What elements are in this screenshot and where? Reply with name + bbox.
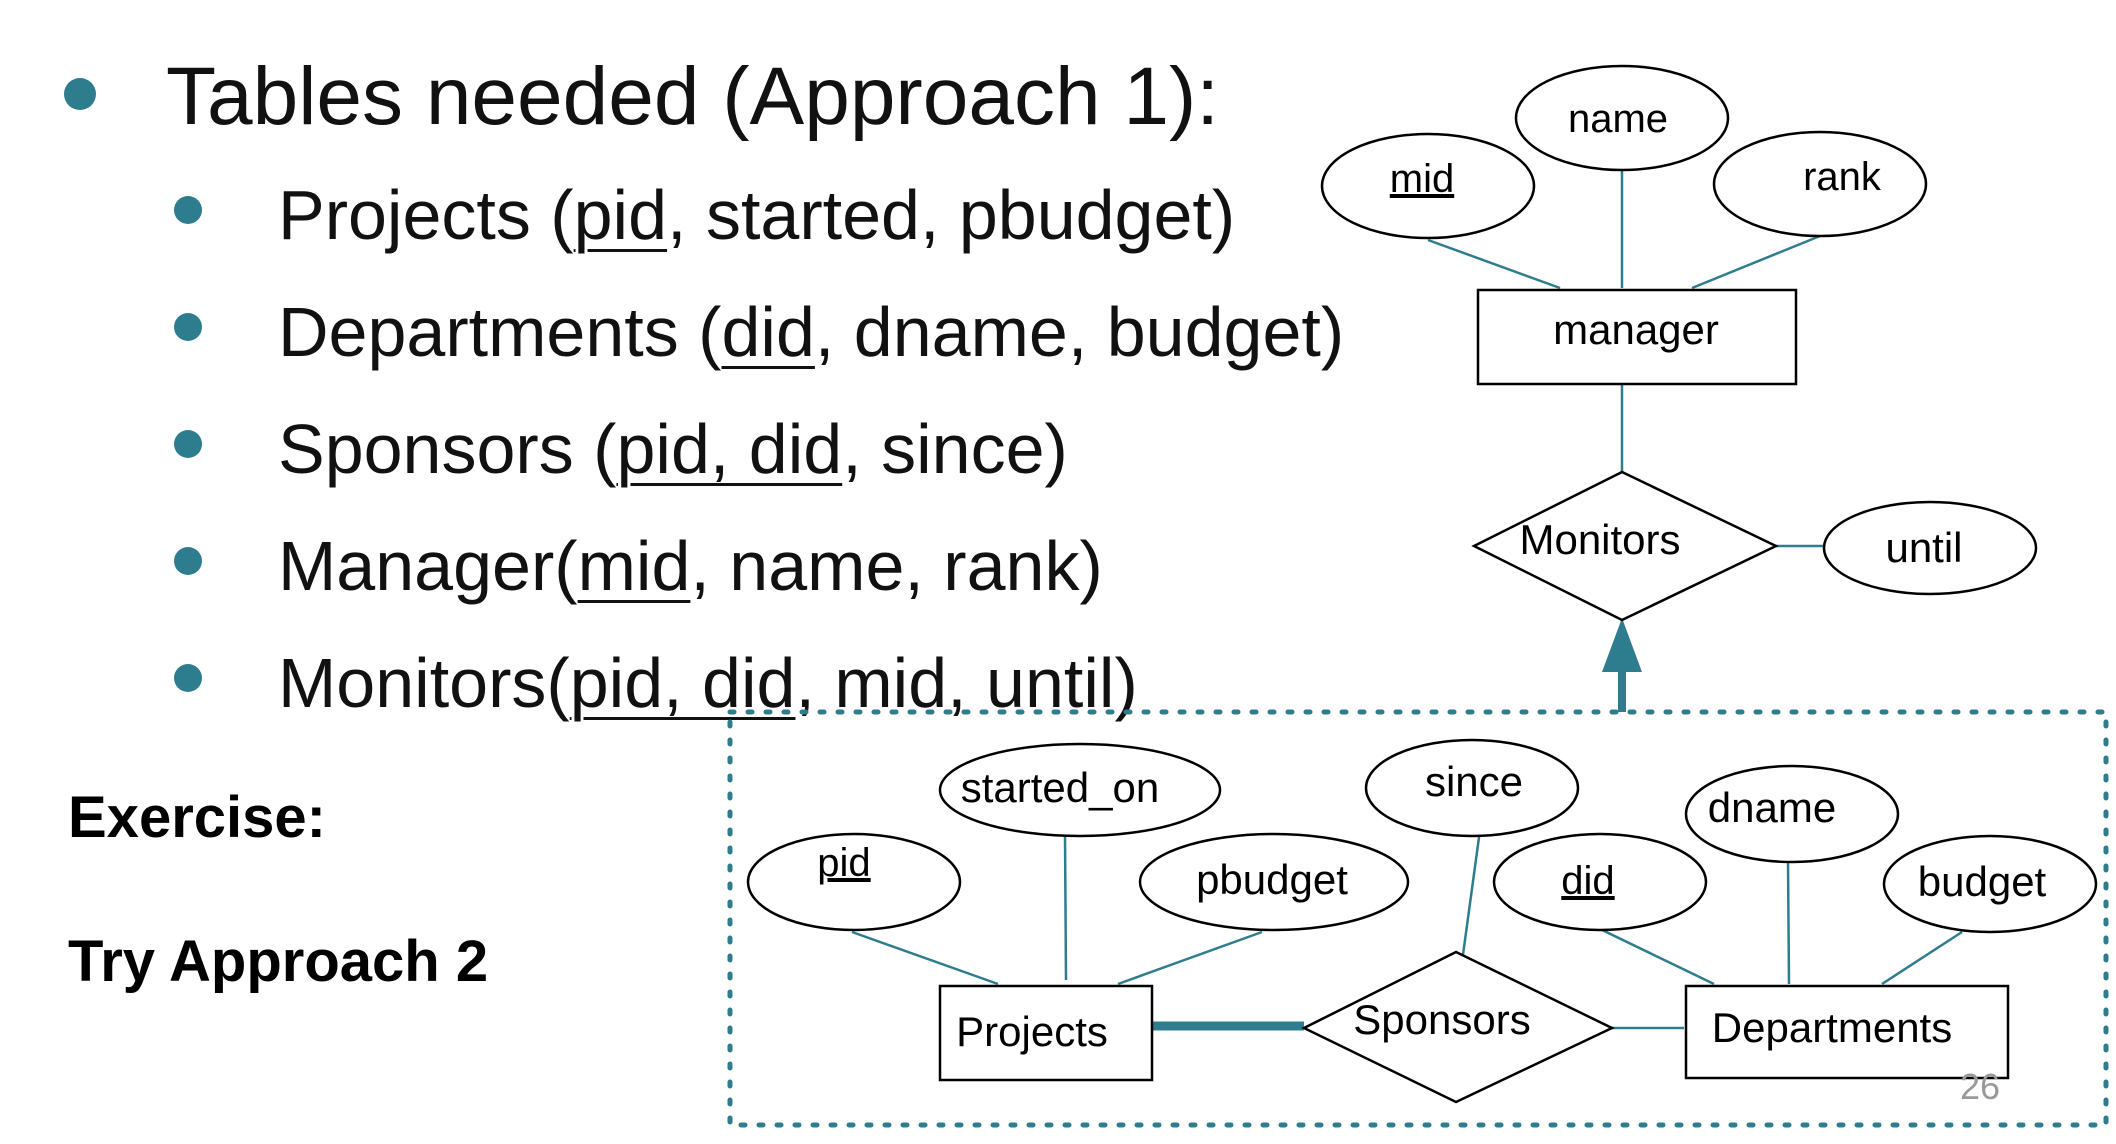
bullet-dot (174, 196, 202, 224)
table-rest: , started, pbudget) (667, 176, 1236, 254)
exercise-task: Try Approach 2 (68, 929, 489, 994)
entity-projects-shape (938, 984, 1154, 1082)
table-sponsors: Sponsors (pid, did, since) (278, 409, 1068, 489)
bullet-dot (174, 313, 202, 341)
attr-since-label: since (1425, 758, 1523, 805)
attr-started-on-label: started_on (961, 764, 1159, 811)
entity-manager-shape (1476, 288, 1798, 386)
attr-name-label: name (1568, 97, 1668, 141)
slide-heading: Tables needed (Approach 1): (166, 50, 1219, 144)
table-projects: Projects (pid, started, pbudget) (278, 175, 1235, 255)
attr-pid-label: pid (817, 841, 870, 885)
connector-line (1460, 829, 1482, 963)
connector-line (1691, 234, 1821, 290)
connector-line (1063, 835, 1068, 981)
attr-since-shape (1364, 738, 1580, 838)
attr-did-shape (1492, 832, 1708, 932)
attr-pbudget-shape (1138, 832, 1410, 932)
connector-line (1427, 238, 1561, 290)
attr-mid-shape (1320, 132, 1536, 240)
attr-dname-shape (1684, 764, 1900, 864)
attr-until-label: until (1885, 524, 1962, 571)
connector-line (851, 930, 999, 986)
table-name: Projects ( (278, 176, 574, 254)
connector-line (1117, 930, 1263, 986)
entity-departments-label: Departments (1712, 1004, 1952, 1051)
exercise-label: Exercise: (68, 785, 326, 850)
bullet-dot (174, 430, 202, 458)
table-name: Departments ( (278, 293, 722, 371)
attr-until-shape (1822, 500, 2038, 596)
attr-mid-label: mid (1390, 157, 1454, 201)
table-keys: pid, did (616, 410, 843, 488)
table-rest: , since) (842, 410, 1068, 488)
table-monitors: Monitors(pid, did, mid, until) (278, 643, 1138, 723)
table-rest: , mid, until) (795, 644, 1138, 722)
entity-projects-label: Projects (956, 1008, 1108, 1055)
bullet-dot (174, 664, 202, 692)
table-rest: , dname, budget) (814, 293, 1345, 371)
attr-rank-label: rank (1803, 155, 1882, 199)
relationship-monitors-shape (1471, 470, 1779, 622)
attr-dname-label: dname (1708, 784, 1836, 831)
table-keys: pid (573, 176, 668, 254)
arrow-head (1602, 618, 1642, 672)
entity-manager-label: manager (1553, 306, 1719, 353)
relationship-monitors-label: Monitors (1519, 516, 1680, 563)
relationship-sponsors-shape (1301, 950, 1615, 1104)
attr-pbudget-label: pbudget (1196, 856, 1348, 903)
bullet-dot (174, 547, 202, 575)
attr-rank-shape (1712, 130, 1928, 238)
table-keys: mid (577, 527, 691, 605)
table-keys: pid, did (569, 644, 796, 722)
page-number: 26 (1960, 1066, 2001, 1107)
connector-line (1597, 926, 1715, 986)
table-name: Sponsors ( (278, 410, 617, 488)
table-departments: Departments (did, dname, budget) (278, 292, 1344, 372)
attr-pid-shape (746, 832, 962, 932)
attr-budget-shape (1882, 834, 2098, 934)
heading-text: Tables needed (Approach 1): (166, 51, 1220, 142)
table-keys: did (721, 293, 815, 371)
entity-departments-shape (1684, 984, 2010, 1080)
attr-name-shape (1514, 64, 1730, 172)
attr-budget-label: budget (1918, 858, 2047, 905)
aggregation-box (727, 709, 2109, 1128)
connector-line (1786, 861, 1791, 985)
attr-started-on-shape (938, 742, 1222, 838)
connector-line (1881, 930, 1963, 986)
table-rest: , name, rank) (690, 527, 1103, 605)
bullet-dot (64, 78, 96, 110)
table-name: Monitors( (278, 644, 570, 722)
table-name: Manager( (278, 527, 578, 605)
table-manager: Manager(mid, name, rank) (278, 526, 1103, 606)
attr-did-label: did (1561, 859, 1614, 903)
relationship-sponsors-label: Sponsors (1353, 996, 1530, 1043)
